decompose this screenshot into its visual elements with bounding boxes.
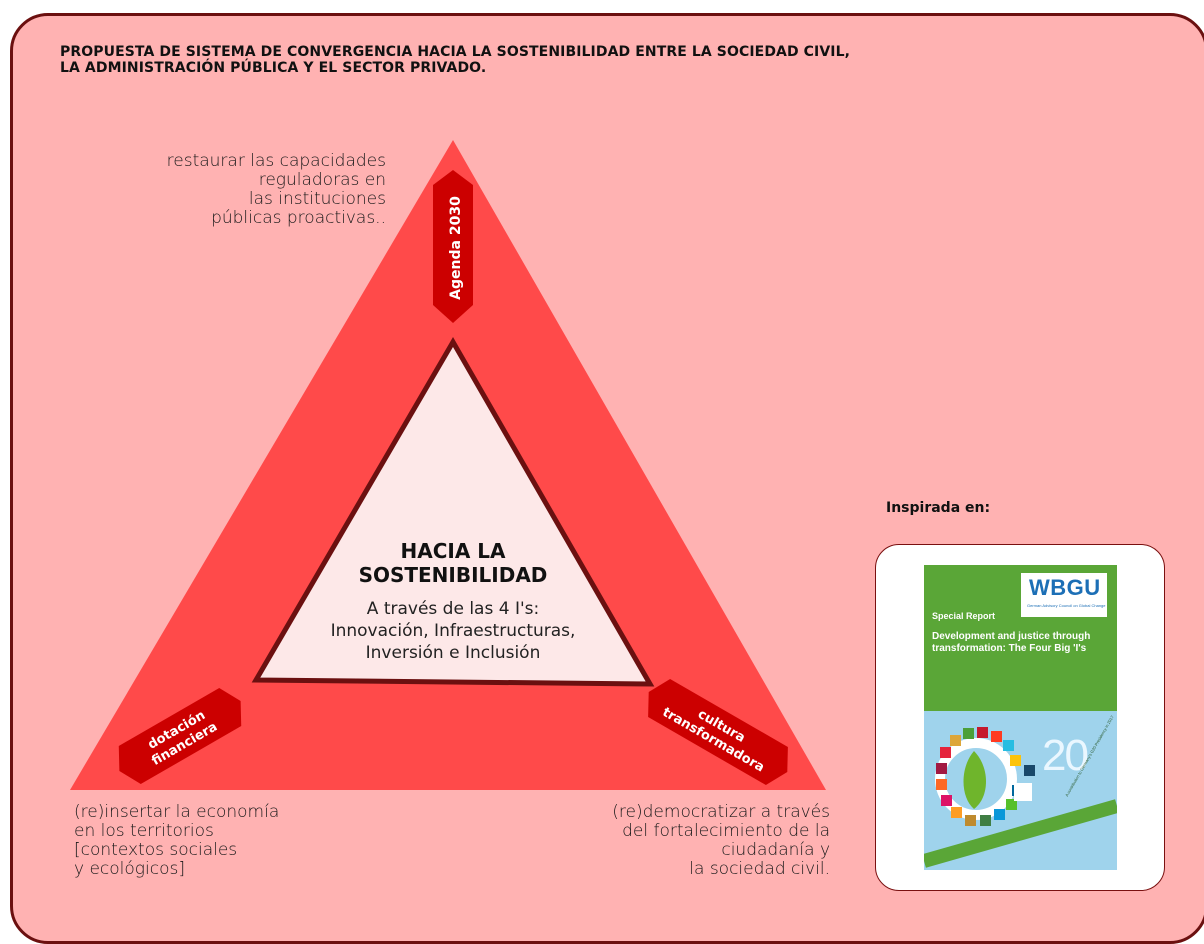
note-bottom-left-economia: (re)insertar la economía en los territor… [74,803,354,879]
note-top-line-3: las instituciones [248,189,386,209]
wbgu-logo: WBGU German Advisory Council on Global C… [1021,573,1107,617]
diagram-title-line-2: LA ADMINISTRACIÓN PÚBLICA Y EL SECTOR PR… [60,60,487,76]
note-bottom-left-line-1: (re)insertar la economía [74,802,280,822]
dotacion-financiera-tag [118,687,242,785]
cover-title: Development and justice through transfor… [932,631,1091,654]
note-top-line-2: reguladoras en [258,170,386,190]
cover-arrow-block [1014,783,1032,801]
cultura-transformadora-tag [648,678,788,786]
center-title-line-1: HACIA LA [401,539,507,563]
note-top-line-4: públicas proactivas.. [211,208,386,228]
cover-special-report: Special Report [932,611,996,621]
note-bottom-left-line-4: y ecológicos] [74,859,185,879]
center-text-line-1: A través de las 4 I's: [367,599,539,619]
note-top-instituciones: restaurar las capacidades reguladoras en… [100,152,386,228]
center-text-line-2: Innovación, Infraestructuras, [331,621,576,641]
inspired-by-label: Inspirada en: [886,500,991,516]
note-top-line-1: restaurar las capacidades [166,151,386,171]
note-bottom-right-ciudadania: (re)democratizar a través del fortalecim… [540,803,830,879]
note-bottom-right-line-3: ciudadanía y [721,840,830,860]
wbgu-logo-subtitle: German Advisory Council on Global Change [1027,603,1106,608]
report-cover-card: WBGU German Advisory Council on Global C… [875,544,1165,891]
inner-triangle [251,337,655,687]
note-bottom-right-line-1: (re)democratizar a través [612,802,830,822]
sdg-circle-artwork [924,727,1117,868]
center-text-line-3: Inversión e Inclusión [366,643,541,663]
note-bottom-right-line-4: la sociedad civil. [689,859,830,879]
cover-g20-number: 20 [1042,731,1089,780]
green-leaf-icon [963,751,986,809]
cover-green-stripe [924,799,1117,868]
wbgu-report-cover: WBGU German Advisory Council on Global C… [924,565,1117,870]
agenda-2030-label: Agenda 2030 [448,196,464,300]
wbgu-logo-text: WBGU [1029,575,1101,600]
cover-green-band: WBGU German Advisory Council on Global C… [924,565,1117,711]
diagram-title-line-1: PROPUESTA DE SISTEMA DE CONVERGENCIA HAC… [60,44,851,60]
note-bottom-left-line-3: [contextos sociales [74,840,238,860]
note-bottom-right-line-2: del fortalecimiento de la [622,821,830,841]
note-bottom-left-line-2: en los territorios [74,821,214,841]
center-title-line-2: SOSTENIBILIDAD [359,563,548,587]
agenda-2030-tag [433,170,473,323]
